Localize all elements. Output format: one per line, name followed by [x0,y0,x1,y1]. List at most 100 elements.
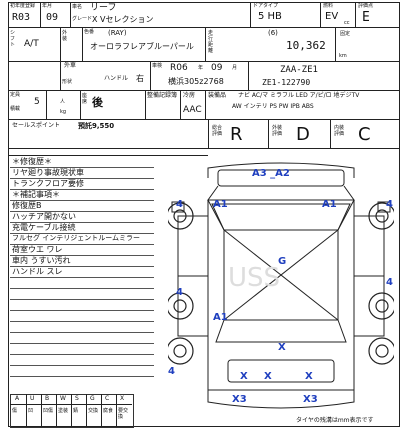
col-divider [70,2,71,27]
row-divider [8,155,208,156]
ac-label: 冷房 [183,92,196,99]
legend-sub: 塗装 [58,408,69,414]
score-label: 評価点 [358,3,374,9]
legend-header: X [120,395,125,402]
col-divider [150,61,151,90]
mileage-unit: km [339,53,347,59]
row-divider [8,61,400,62]
door-type-label: ドアタイプ [253,3,279,9]
body-outline [207,199,355,391]
shape-label: 形状 [62,79,73,85]
note-line: 修復歴B [12,201,42,210]
tire-front-right [368,202,394,230]
hood-outline [207,185,355,201]
fixed-label: 固定 [340,31,351,37]
mark-tire-front-right: 4 [386,199,393,210]
year-month-label: 年月 [42,3,53,9]
chassis-number: ZE1-122790 [262,78,311,87]
legend-header: S [75,395,79,402]
tire-rear-left [168,292,194,320]
mark-tire-rear-right: 4 [386,277,393,288]
reg-month: 09 [46,12,59,23]
color-code: (RAY) [108,29,127,37]
mark-tire-bottom-left: 4 [168,366,175,377]
capacity: 5 [34,97,40,107]
legend-sub: 傷 [12,408,18,414]
door-type: 5 HB [258,11,282,22]
col-divider [320,2,321,27]
frame-left [8,2,9,427]
mark-left-rear: A1 [213,312,228,323]
col-divider [205,90,206,119]
equipment-line2: AW インテリ PS PW IPB ABS [232,103,314,110]
shift-label: シフト [10,30,16,48]
left-mirror-outline [171,201,185,213]
records-label: 整備記録簿 [147,92,178,99]
seat-mark: 後 [92,96,103,109]
col-divider [60,27,61,61]
col-divider [335,27,336,61]
ac: AAC [183,105,202,115]
note-line: トランクフロア要修 [12,179,84,188]
sales-point-text: 預託9,550 [78,122,115,130]
mark-center: G [278,256,287,267]
legend-header: W [60,395,66,402]
sales-point-label: セールスポイント [12,122,61,129]
color-label: 色番 [84,29,95,35]
col-divider [205,27,206,61]
note-line: 充電ケーブル接続 [12,223,76,232]
capacity-unit: 人 [60,99,66,105]
note-line: ハンドル スレ [12,267,63,276]
car-name: リーフ [90,3,117,13]
note-line: リヤ廻り事故現状車 [12,168,84,177]
exterior2-label: 外車 [64,62,77,69]
footer-note: タイヤの残溝はmm表示です [296,417,374,424]
right-mirror-outline [377,201,391,213]
front-grille-outline [217,169,345,187]
note-line: ＊修復歴＊ [12,157,52,166]
mark-tire-front-left: 4 [176,199,183,210]
tire-rear-right [368,292,394,320]
rear-hatch-outline [227,359,335,383]
shift: A/T [24,39,39,49]
equipment-line1: ナビ AC/マ ミラフル LED ア/ピ/ロ 地デジTV [238,92,360,99]
mileage-flag: (6) [268,29,278,37]
legend-sub: 錆 [73,408,79,414]
equipment-label: 装備品 [208,92,227,99]
frame-right [399,2,400,427]
legend-header: B [45,395,50,402]
col-divider [268,119,269,148]
mark-top: A3 _A2 [252,168,290,179]
rear-window-outline [215,319,347,343]
col-divider [82,27,83,61]
score: E [362,10,370,25]
row-divider [8,119,400,120]
legend-sub: 要交換 [118,408,129,420]
legend-header: U [30,395,35,402]
expiry-month: 09 [211,63,223,73]
mark-right-front: A1 [322,199,337,210]
exterior-grade: D [296,124,310,145]
fuel-label: 燃料 [323,3,334,9]
front-bumper-outline [207,162,355,178]
mark-left-front: A1 [213,199,228,210]
load-unit: kg [60,109,67,115]
cc-unit: cc [344,20,350,26]
legend-header: G [90,395,95,402]
mileage-label: 走行距離 [208,30,214,54]
col-divider [145,90,146,119]
col-divider [40,2,41,27]
handle: 右 [136,74,144,83]
interior-grade-label: 内装評価 [334,125,345,137]
row-divider [8,148,400,149]
col-divider [208,119,209,148]
col-divider [248,61,249,90]
reg-year: R03 [12,12,31,23]
expiry-year-unit: 年 [198,65,204,71]
mileage: 10,362 [286,39,326,52]
load-label: 積載 [10,106,21,112]
mark-bottom-left: X3 [232,394,247,405]
exterior-label: 外装 [62,30,68,42]
note-line: ＊補記事項＊ [12,190,60,199]
